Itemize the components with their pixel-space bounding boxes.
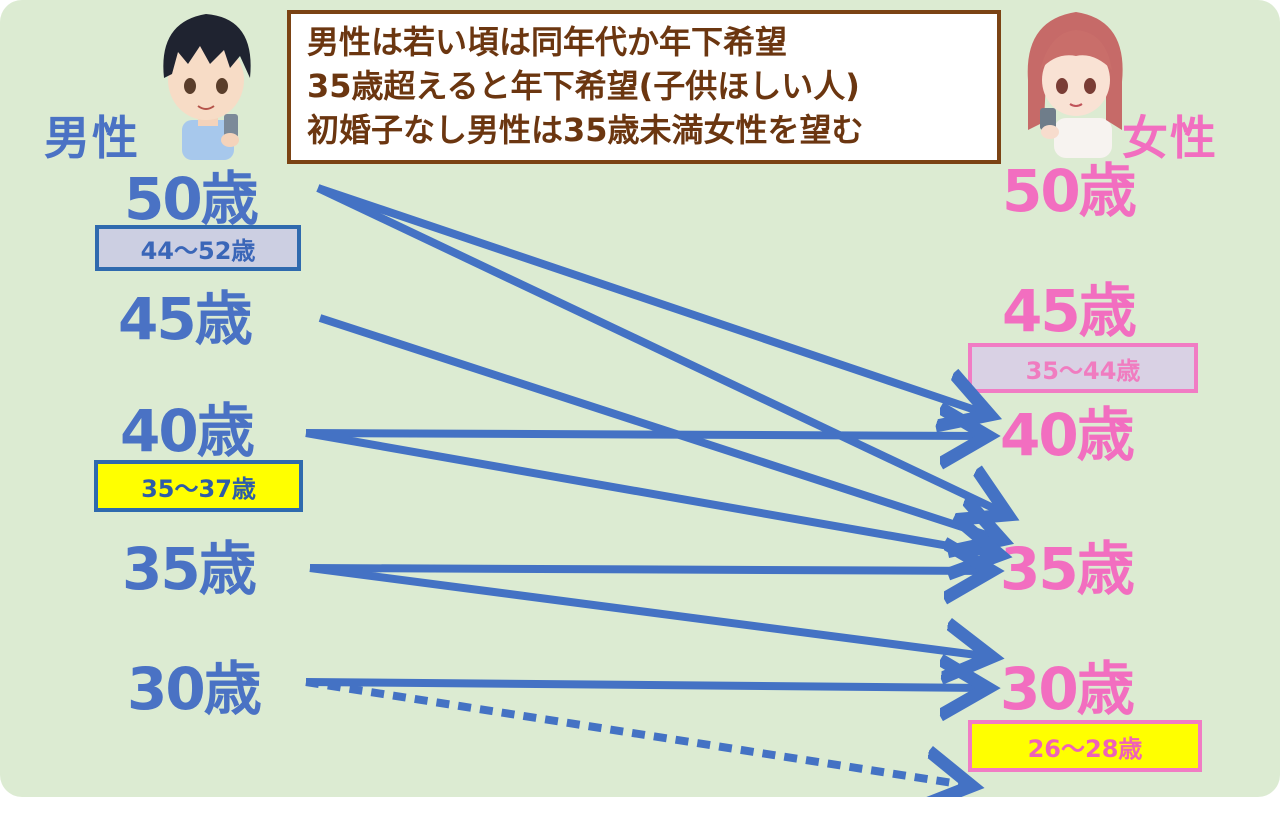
female-range-45: 35～44歳 [968,343,1198,393]
female-age-30: 30歳 [1000,655,1135,723]
arrow-50-to-35 [316,184,1008,515]
female-age-40: 40歳 [1000,401,1135,469]
male-age-35: 35歳 [122,535,257,603]
connection-arrows [305,184,1280,797]
arrow-35-to-30 [309,564,992,657]
note-box: 男性は若い頃は同年代か年下希望 35歳超えると年下希望(子供ほしい人) 初婚子な… [287,10,1001,164]
background-panel: 男性 女性 男性は若い頃は同年代か年下希望 35歳超えると年下希望(子供ほしい人… [0,0,1280,797]
arrow-50-to-40 [316,184,990,415]
female-range-30: 26～28歳 [968,720,1202,772]
arrow-45-to-35 [318,314,1002,540]
arrow-30-to-30 [305,682,988,688]
female-heading: 女性 [1122,111,1218,165]
boy-with-phone-avatar-icon [163,14,251,160]
note-line: 初婚子なし男性は35歳未満女性を望む [307,111,864,149]
male-range-40: 35～37歳 [94,460,303,512]
male-heading: 男性 [44,111,140,165]
male-range-50: 44～52歳 [95,225,301,271]
arrow-40-to-35 [305,429,1000,555]
female-age-45: 45歳 [1002,277,1137,345]
girl-with-phone-avatar-icon [1027,12,1123,158]
male-age-45: 45歳 [118,285,253,353]
note-line: 35歳超えると年下希望(子供ほしい人) [307,67,860,105]
arrow-35-to-35 [309,568,992,571]
female-age-35: 35歳 [1000,535,1135,603]
male-age-30: 30歳 [127,655,262,723]
male-age-50: 50歳 [124,165,259,233]
note-line: 男性は若い頃は同年代か年下希望 [307,23,788,61]
female-age-50: 50歳 [1002,157,1137,225]
arrow-40-to-40 [305,433,988,436]
male-age-40: 40歳 [120,397,255,465]
arrow-30-dotted [305,678,972,786]
